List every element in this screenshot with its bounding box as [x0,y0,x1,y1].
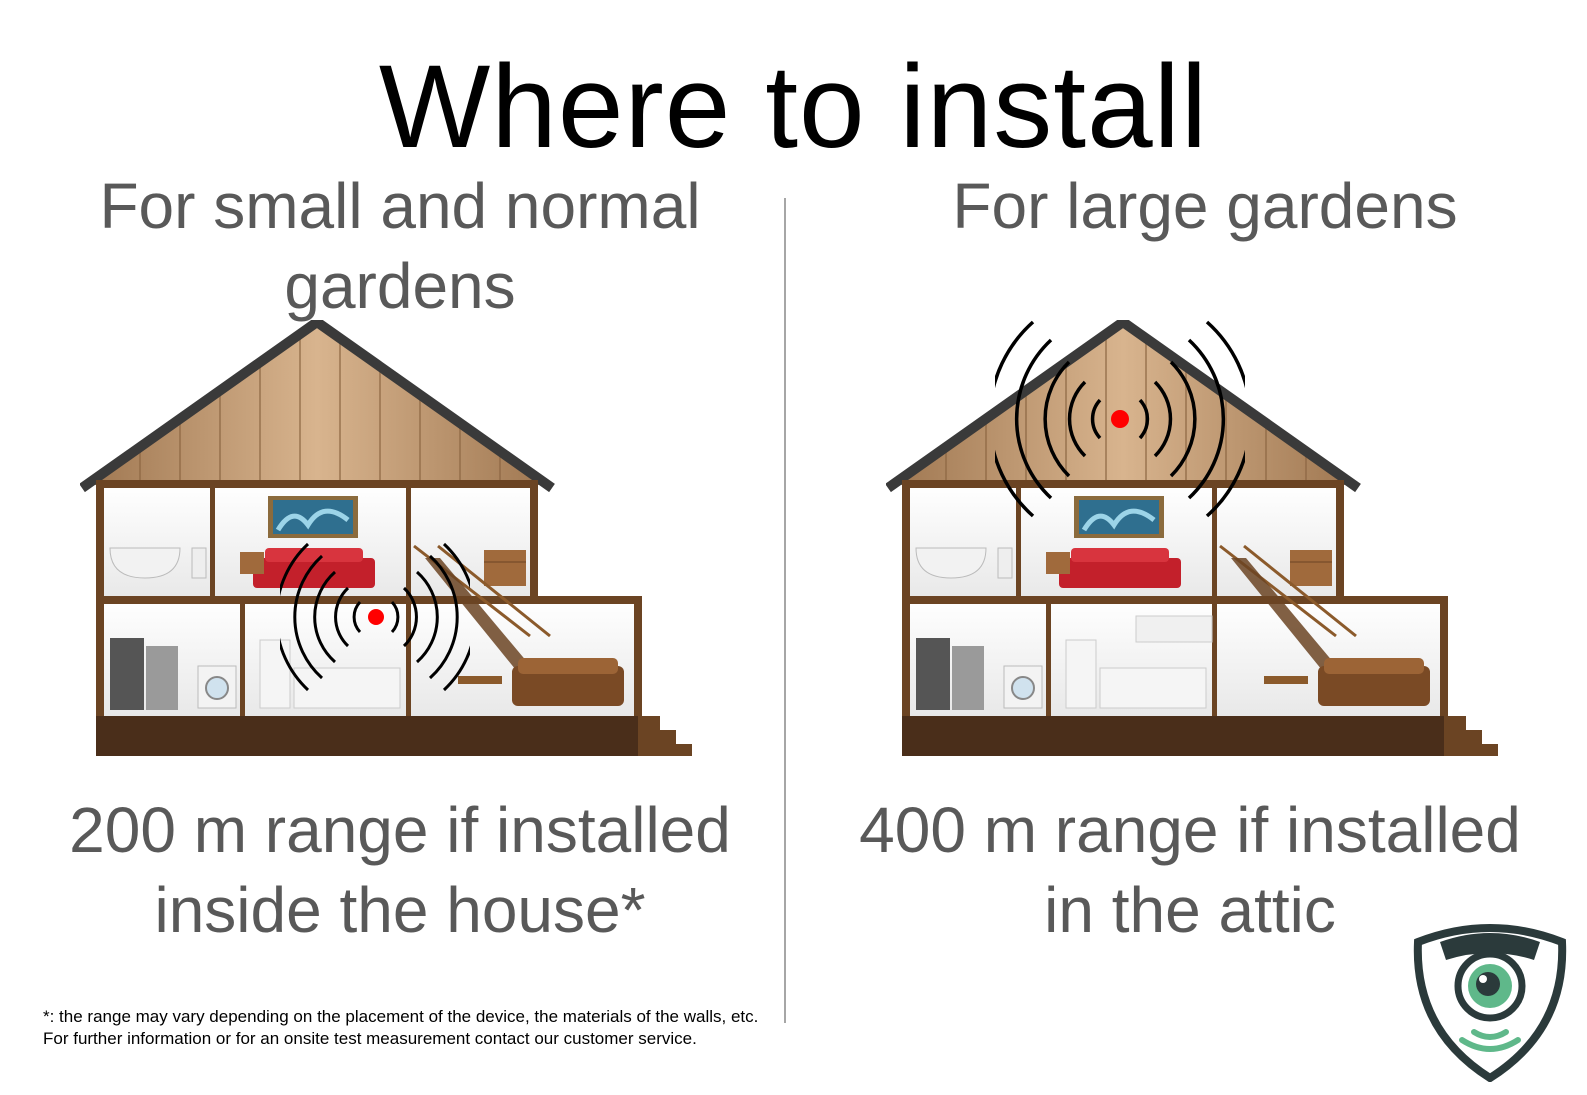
range-line: in the attic [1044,874,1336,946]
footnote: *: the range may vary depending on the p… [43,1007,759,1048]
page-title: Where to install [378,41,1209,173]
security-camera-shield-logo [1413,924,1567,1082]
range-text-left: 200 m range if installed inside the hous… [30,790,770,950]
range-line: inside the house* [154,874,646,946]
range-line: 400 m range if installed [859,794,1521,866]
range-text-right: 400 m range if installed in the attic [820,790,1560,950]
house-illustration-right [886,320,1498,756]
center-divider [784,198,786,1023]
house-illustration-left [80,320,692,756]
range-line: 200 m range if installed [69,794,731,866]
wifi-signal-waves-icon [280,542,470,692]
right-heading: For large gardens [952,170,1458,242]
left-heading: For small and normal gardens [99,170,701,322]
wifi-signal-waves-icon [995,320,1245,518]
